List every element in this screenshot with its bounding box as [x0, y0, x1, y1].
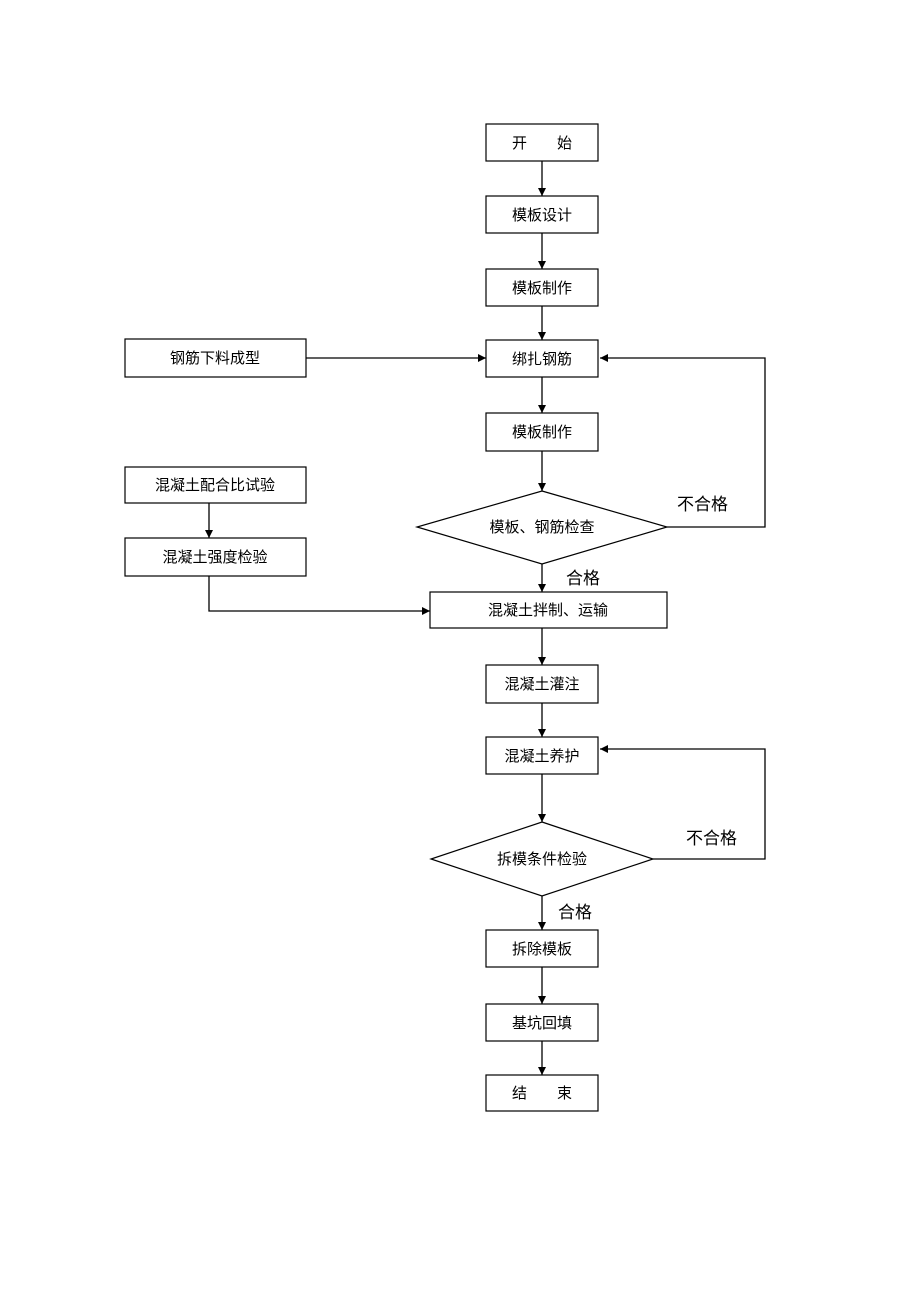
node-mix-test-label: 混凝土配合比试验: [155, 476, 275, 494]
node-template-make-1-label: 模板制作: [512, 279, 572, 297]
node-strength-test-label: 混凝土强度检验: [162, 548, 267, 566]
node-strength-test: 混凝土强度检验: [124, 537, 307, 577]
node-end: 结 束: [485, 1074, 599, 1112]
node-template-make-2: 模板制作: [485, 412, 599, 452]
arrow-fail-loop-2: [600, 745, 766, 860]
node-remove-template: 拆除模板: [485, 929, 599, 968]
edge-label-fail-1: 不合格: [677, 495, 728, 515]
node-rebar-cut: 钢筋下料成型: [124, 338, 307, 378]
edge-label-fail-2: 不合格: [686, 829, 737, 849]
connectors: [205, 161, 766, 1075]
node-rebar-cut-label: 钢筋下料成型: [170, 349, 260, 367]
node-mixing-transport: 混凝土拌制、运输: [429, 591, 668, 629]
node-demold-check: 拆模条件检验: [429, 821, 655, 897]
node-inspect-label: 模板、钢筋检查: [489, 518, 594, 536]
node-template-make-2-label: 模板制作: [512, 423, 572, 441]
arrow-fail-loop-1: [600, 354, 766, 528]
node-curing-label: 混凝土养护: [504, 747, 579, 765]
node-end-label: 结 束: [512, 1084, 572, 1102]
edge-label-pass-1: 合格: [566, 569, 600, 589]
node-start-label: 开 始: [512, 134, 572, 152]
node-template-make-1: 模板制作: [485, 268, 599, 307]
node-inspect-template-rebar: 模板、钢筋检查: [414, 490, 670, 565]
node-template-design: 模板设计: [485, 195, 599, 234]
node-pouring-label: 混凝土灌注: [504, 675, 579, 693]
node-backfill: 基坑回填: [485, 1003, 599, 1042]
node-mixing-transport-label: 混凝土拌制、运输: [488, 601, 608, 619]
node-mix-test: 混凝土配合比试验: [124, 466, 307, 504]
node-start: 开 始: [485, 123, 599, 162]
edge-label-pass-2: 合格: [558, 903, 592, 923]
node-curing: 混凝土养护: [485, 736, 599, 775]
node-template-design-label: 模板设计: [512, 206, 572, 224]
node-backfill-label: 基坑回填: [512, 1014, 572, 1032]
arrow-strength-to-mixing: [208, 576, 430, 615]
node-bind-rebar-label: 绑扎钢筋: [512, 350, 572, 368]
node-bind-rebar: 绑扎钢筋: [485, 339, 599, 378]
node-demold-check-label: 拆模条件检验: [497, 850, 587, 868]
node-pouring: 混凝土灌注: [485, 664, 599, 704]
node-remove-template-label: 拆除模板: [512, 940, 572, 958]
